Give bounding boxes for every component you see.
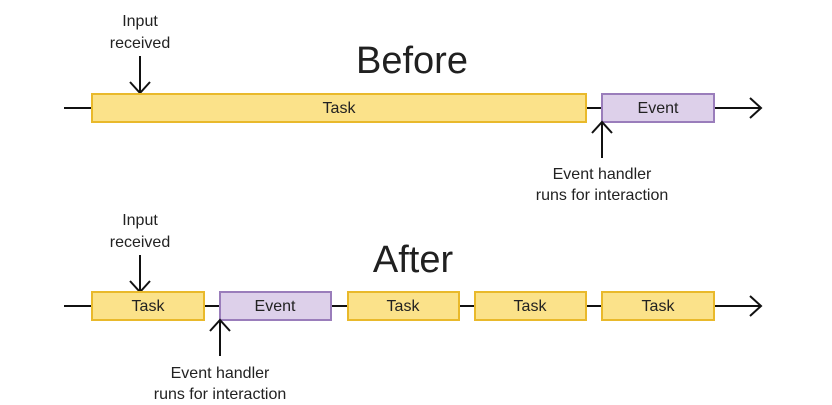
- after-event-label: Event: [255, 298, 296, 315]
- before-title: Before: [356, 40, 468, 82]
- after-task-box-2: Task: [347, 291, 460, 321]
- before-handler-note-line2: runs for interaction: [536, 187, 669, 204]
- after-task-box-1: Task: [91, 291, 205, 321]
- after-event-box: Event: [219, 291, 332, 321]
- after-task-label-4: Task: [642, 298, 676, 315]
- after-task-box-3: Task: [474, 291, 587, 321]
- before-main-thread: [64, 97, 763, 119]
- after-input-arrow-icon: [129, 255, 151, 294]
- before-handler-note-line1: Event handler: [553, 166, 652, 183]
- before-arrowhead-icon: [749, 97, 763, 119]
- after-handler-note-line2: runs for interaction: [154, 386, 287, 403]
- after-arrowhead-icon: [749, 295, 763, 317]
- before-input-note-line1: Input: [122, 13, 158, 30]
- before-input-note-line2: received: [110, 35, 170, 52]
- before-task-box: Task: [91, 93, 587, 123]
- after-input-note-line2: received: [110, 234, 170, 251]
- after-main-thread: [64, 295, 763, 317]
- before-event-box: Event: [601, 93, 715, 123]
- after-handler-note-line1: Event handler: [171, 365, 270, 382]
- after-task-label-1: Task: [132, 298, 166, 315]
- before-input-arrow-icon: [129, 56, 151, 95]
- after-task-label-2: Task: [387, 298, 421, 315]
- after-task-box-4: Task: [601, 291, 715, 321]
- before-task-label: Task: [323, 100, 357, 117]
- after-section: After Input received Task Event Task: [64, 212, 763, 403]
- after-handler-arrow-icon: [209, 318, 231, 356]
- after-task-label-3: Task: [514, 298, 548, 315]
- before-section: Before Input received Task Event Event h…: [64, 13, 763, 204]
- before-handler-arrow-icon: [591, 120, 613, 158]
- after-title: After: [373, 239, 454, 281]
- before-event-label: Event: [638, 100, 679, 117]
- after-input-note-line1: Input: [122, 212, 158, 229]
